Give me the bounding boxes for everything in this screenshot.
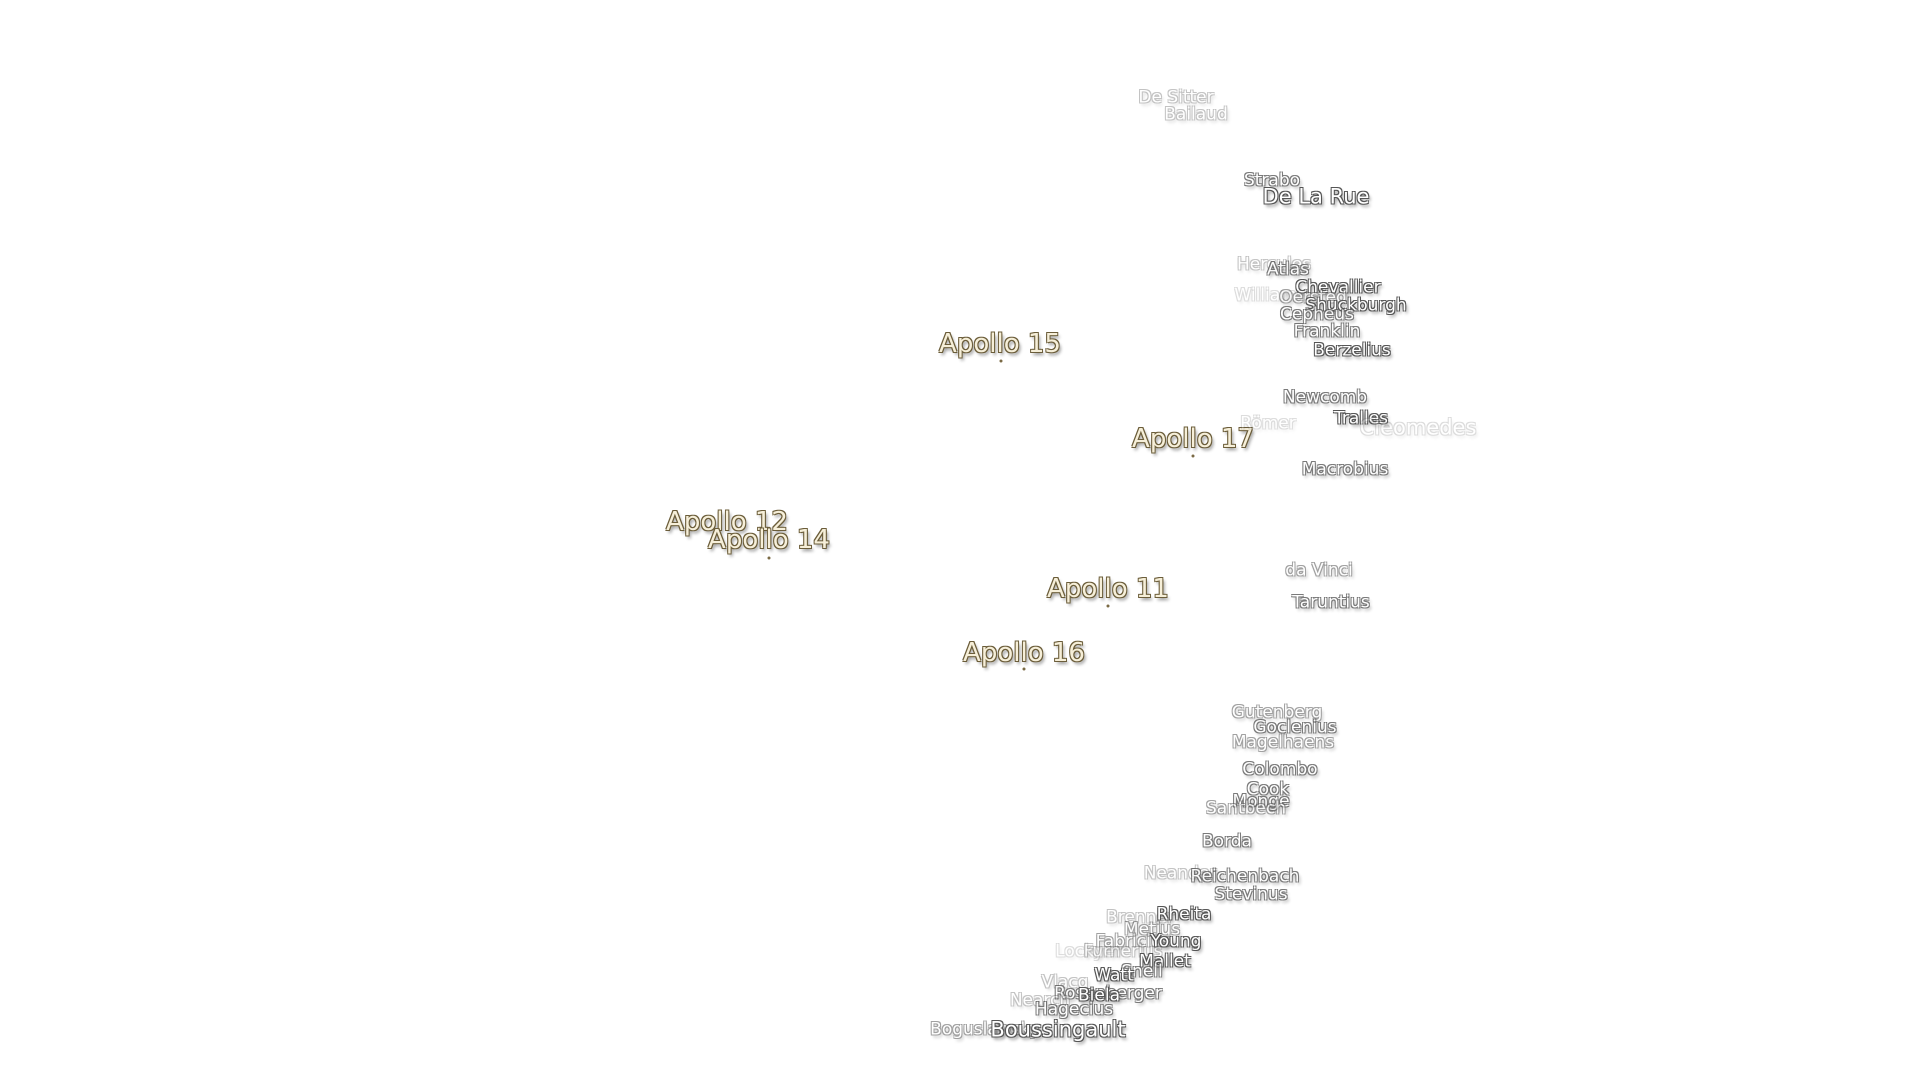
feature-label-santbech[interactable]: Santbech	[1205, 798, 1287, 819]
apollo-17-marker[interactable]	[1191, 454, 1195, 458]
feature-label-reichenbach[interactable]: Reichenbach	[1190, 866, 1300, 887]
apollo-17-label[interactable]: Apollo 17	[1132, 424, 1254, 454]
feature-label-cleomedes[interactable]: Cleomedes	[1359, 415, 1477, 440]
feature-label-newcomb[interactable]: Newcomb	[1282, 387, 1368, 408]
feature-label-nearch[interactable]: Nearch	[1009, 990, 1071, 1011]
feature-label-williams[interactable]: Williams	[1234, 285, 1306, 306]
feature-label-cepheus[interactable]: Cepheus	[1280, 304, 1354, 325]
feature-label-furnerius[interactable]: Furnerius	[1083, 941, 1163, 962]
feature-label-da-vinci[interactable]: da Vinci	[1285, 560, 1353, 581]
feature-label-stiborius[interactable]: Snell	[1121, 961, 1163, 982]
feature-label-tralles[interactable]: Tralles	[1333, 408, 1389, 429]
feature-label-biela[interactable]: Biela	[1078, 985, 1120, 1006]
apollo-14-label[interactable]: Apollo 14	[708, 525, 830, 555]
feature-label-franklin[interactable]: Franklin	[1293, 321, 1361, 342]
feature-label-taruntius[interactable]: Taruntius	[1292, 592, 1370, 613]
feature-label-strabo[interactable]: Strabo	[1243, 170, 1301, 191]
feature-label-neander[interactable]: Neander	[1143, 863, 1217, 884]
apollo-15-marker[interactable]	[999, 359, 1003, 363]
feature-label-magelhaens[interactable]: Magelhaens	[1231, 732, 1335, 753]
feature-label-boussingault[interactable]: Boussingault	[990, 1017, 1126, 1042]
feature-label-bailaud[interactable]: Bailaud	[1164, 104, 1228, 125]
feature-label-vlacq[interactable]: Vlacq	[1041, 972, 1089, 993]
feature-label-romer[interactable]: Römer	[1240, 413, 1296, 434]
apollo-15-label[interactable]: Apollo 15	[939, 329, 1061, 359]
apollo-11-marker[interactable]	[1106, 604, 1110, 608]
feature-label-lockyer[interactable]: Lockyer	[1055, 941, 1121, 962]
feature-label-hercules[interactable]: Hercules	[1236, 254, 1312, 275]
feature-label-berzelius[interactable]: Berzelius	[1313, 340, 1391, 361]
feature-label-colombo[interactable]: Colombo	[1242, 759, 1318, 780]
feature-label-boguslawsky[interactable]: Boguslawsky	[930, 1019, 1040, 1040]
feature-label-monge[interactable]: Monge	[1232, 791, 1290, 812]
feature-label-mallet[interactable]: Mallet	[1139, 951, 1191, 972]
feature-label-atlas[interactable]: Atlas	[1267, 259, 1309, 280]
feature-label-shuckburgh[interactable]: Shuckburgh	[1305, 295, 1407, 316]
feature-label-chevallier[interactable]: Chevallier	[1295, 277, 1381, 298]
feature-label-fabricius[interactable]: Fabricius	[1095, 931, 1171, 952]
feature-label-de-la-rue[interactable]: De La Rue	[1262, 184, 1370, 209]
feature-label-brenner[interactable]: Brenner	[1106, 907, 1174, 928]
feature-label-borda[interactable]: Borda	[1202, 831, 1252, 852]
feature-label-macrobius[interactable]: Macrobius	[1301, 459, 1389, 480]
feature-label-metius[interactable]: Metius	[1123, 919, 1181, 940]
feature-label-de-sitter[interactable]: De Sitter	[1138, 87, 1214, 108]
feature-label-rosenberger[interactable]: Rosenberger	[1054, 983, 1162, 1004]
feature-label-stevinus[interactable]: Stevinus	[1214, 884, 1288, 905]
apollo-12-label[interactable]: Apollo 12	[666, 507, 788, 537]
feature-label-goclenius[interactable]: Goclenius	[1253, 717, 1337, 738]
feature-label-cook[interactable]: Cook	[1246, 779, 1290, 800]
feature-label-watt[interactable]: Watt	[1094, 965, 1134, 986]
apollo-14-marker[interactable]	[767, 556, 771, 560]
feature-label-rheita[interactable]: Rheita	[1156, 904, 1212, 925]
apollo-16-marker[interactable]	[1022, 667, 1026, 671]
feature-label-oersted[interactable]: Oersted	[1279, 287, 1347, 308]
feature-label-young[interactable]: Young	[1150, 931, 1202, 952]
apollo-16-label[interactable]: Apollo 16	[963, 638, 1085, 668]
apollo-11-label[interactable]: Apollo 11	[1047, 574, 1169, 604]
feature-label-hagecius[interactable]: Hagecius	[1034, 999, 1114, 1020]
feature-label-gutenberg[interactable]: Gutenberg	[1231, 702, 1323, 723]
